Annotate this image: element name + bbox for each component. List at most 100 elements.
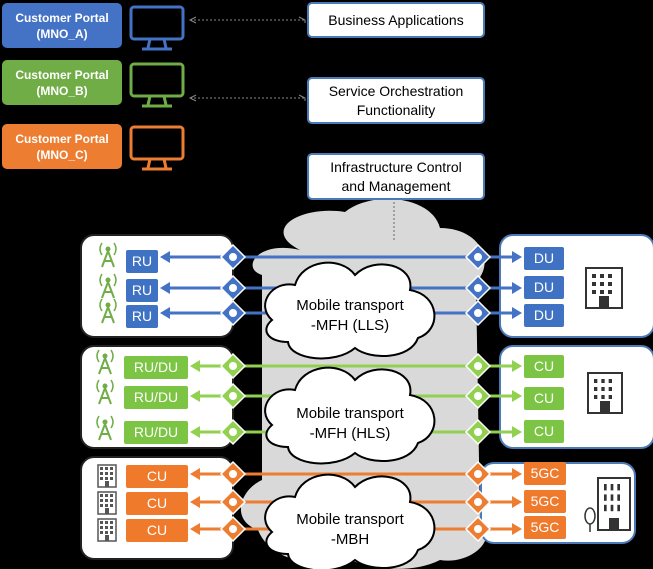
cu-node[interactable]: CU bbox=[524, 387, 564, 410]
node-center bbox=[229, 525, 237, 533]
antenna-tower-icon bbox=[96, 415, 114, 441]
customer-portal-mno-c[interactable]: Customer Portal (MNO_C) bbox=[2, 124, 122, 169]
node-center bbox=[474, 284, 482, 292]
customer-portal-mno-a[interactable]: Customer Portal (MNO_A) bbox=[2, 3, 122, 48]
orchestration-label-line2: Functionality bbox=[356, 101, 436, 118]
portal-label: Customer Portal bbox=[15, 67, 109, 82]
cloud-title: Mobile transport bbox=[296, 405, 404, 422]
node-center bbox=[474, 253, 482, 261]
arrow-head bbox=[298, 94, 306, 101]
arrow-head bbox=[512, 307, 522, 319]
cu-node[interactable]: CU bbox=[524, 420, 564, 443]
du-node[interactable]: DU bbox=[524, 304, 564, 327]
du-node[interactable]: DU bbox=[524, 247, 564, 270]
cloud-title: Mobile transport bbox=[296, 511, 404, 528]
portal-label: Customer Portal bbox=[15, 10, 109, 25]
arrow-head bbox=[190, 390, 200, 402]
portal-operator: (MNO_C) bbox=[36, 147, 88, 162]
5gc-node[interactable]: 5GC bbox=[524, 516, 566, 539]
cloud-icon bbox=[264, 261, 436, 360]
arrow-head bbox=[190, 496, 200, 508]
arrow-head bbox=[512, 390, 522, 402]
cu-node[interactable]: CU bbox=[126, 465, 188, 488]
cloud-label-mfh-hls: Mobile transport -MFH (HLS) bbox=[275, 404, 425, 444]
service-orchestration-box[interactable]: Service Orchestration Functionality bbox=[307, 77, 485, 124]
office-building-icon bbox=[97, 518, 117, 542]
ru-node[interactable]: RU bbox=[126, 250, 158, 273]
ru-node[interactable]: RU bbox=[126, 305, 158, 328]
node-center bbox=[229, 470, 237, 478]
ru-node[interactable]: RU bbox=[126, 279, 158, 302]
cu-node[interactable]: CU bbox=[126, 519, 188, 542]
arrow-head bbox=[160, 307, 170, 319]
cloud-title: Mobile transport bbox=[296, 297, 404, 314]
office-building-icon bbox=[97, 464, 117, 488]
customer-portal-mno-b[interactable]: Customer Portal (MNO_B) bbox=[2, 60, 122, 105]
node-center bbox=[229, 498, 237, 506]
node-center bbox=[474, 498, 482, 506]
orchestration-label-line1: Service Orchestration bbox=[328, 82, 464, 99]
cloud-icon bbox=[264, 366, 436, 465]
node-center bbox=[474, 525, 482, 533]
cloud-icon bbox=[264, 473, 436, 569]
node-center bbox=[229, 284, 237, 292]
antenna-tower-icon bbox=[99, 273, 117, 299]
node-center bbox=[229, 362, 237, 370]
infrastructure-label-line1: Infrastructure Control bbox=[330, 158, 462, 175]
cloud-subtitle: -MFH (HLS) bbox=[309, 425, 391, 442]
arrow-head bbox=[512, 360, 522, 372]
arrow-head bbox=[512, 426, 522, 438]
tree-icon bbox=[584, 507, 596, 532]
node-center bbox=[474, 470, 482, 478]
arrow-head bbox=[190, 426, 200, 438]
arrow-head bbox=[188, 16, 197, 24]
antenna-tower-icon bbox=[96, 349, 114, 375]
office-building-icon bbox=[597, 477, 631, 531]
business-applications-label: Business Applications bbox=[328, 11, 464, 28]
infrastructure-control-box[interactable]: Infrastructure Control and Management bbox=[307, 153, 485, 200]
cloud-subtitle: -MBH bbox=[330, 531, 370, 548]
cu-node[interactable]: CU bbox=[524, 355, 564, 378]
arrow-head bbox=[512, 251, 522, 263]
portal-label: Customer Portal bbox=[15, 131, 109, 146]
antenna-tower-icon bbox=[99, 242, 117, 268]
node-center bbox=[229, 309, 237, 317]
cu-node[interactable]: CU bbox=[126, 492, 188, 515]
arrow-head bbox=[190, 523, 200, 535]
ru-du-node[interactable]: RU/DU bbox=[124, 421, 188, 444]
monitor-icon bbox=[129, 62, 185, 108]
arrow-head bbox=[190, 360, 200, 372]
node-center bbox=[474, 362, 482, 370]
arrow-head bbox=[512, 496, 522, 508]
node-center bbox=[474, 428, 482, 436]
arrow-head bbox=[512, 468, 522, 480]
office-building-icon bbox=[585, 267, 623, 309]
monitor-icon bbox=[129, 125, 185, 171]
arrow-head bbox=[298, 16, 306, 23]
du-node[interactable]: DU bbox=[524, 276, 564, 299]
antenna-tower-icon bbox=[96, 379, 114, 405]
infrastructure-label-line2: and Management bbox=[341, 177, 451, 194]
office-building-icon bbox=[587, 372, 623, 414]
cloud-subtitle: -MFH (LLS) bbox=[310, 317, 390, 334]
cloud-label-mbh: Mobile transport -MBH bbox=[275, 510, 425, 550]
portal-operator: (MNO_B) bbox=[36, 83, 88, 98]
node-center bbox=[474, 392, 482, 400]
business-applications-box[interactable]: Business Applications bbox=[307, 2, 485, 38]
ru-du-node[interactable]: RU/DU bbox=[124, 356, 188, 379]
cloud-label-mfh-lls: Mobile transport -MFH (LLS) bbox=[275, 296, 425, 336]
arrow-head bbox=[512, 282, 522, 294]
5gc-node[interactable]: 5GC bbox=[524, 490, 566, 513]
arrow-head bbox=[512, 523, 522, 535]
office-building-icon bbox=[97, 491, 117, 515]
arrow-head bbox=[188, 94, 197, 102]
5gc-node[interactable]: 5GC bbox=[524, 462, 566, 485]
ru-du-node[interactable]: RU/DU bbox=[124, 386, 188, 409]
antenna-tower-icon bbox=[99, 298, 117, 324]
monitor-icon bbox=[129, 5, 185, 51]
node-center bbox=[229, 428, 237, 436]
node-center bbox=[474, 309, 482, 317]
arrow-head bbox=[160, 282, 170, 294]
arrow-head bbox=[190, 468, 200, 480]
